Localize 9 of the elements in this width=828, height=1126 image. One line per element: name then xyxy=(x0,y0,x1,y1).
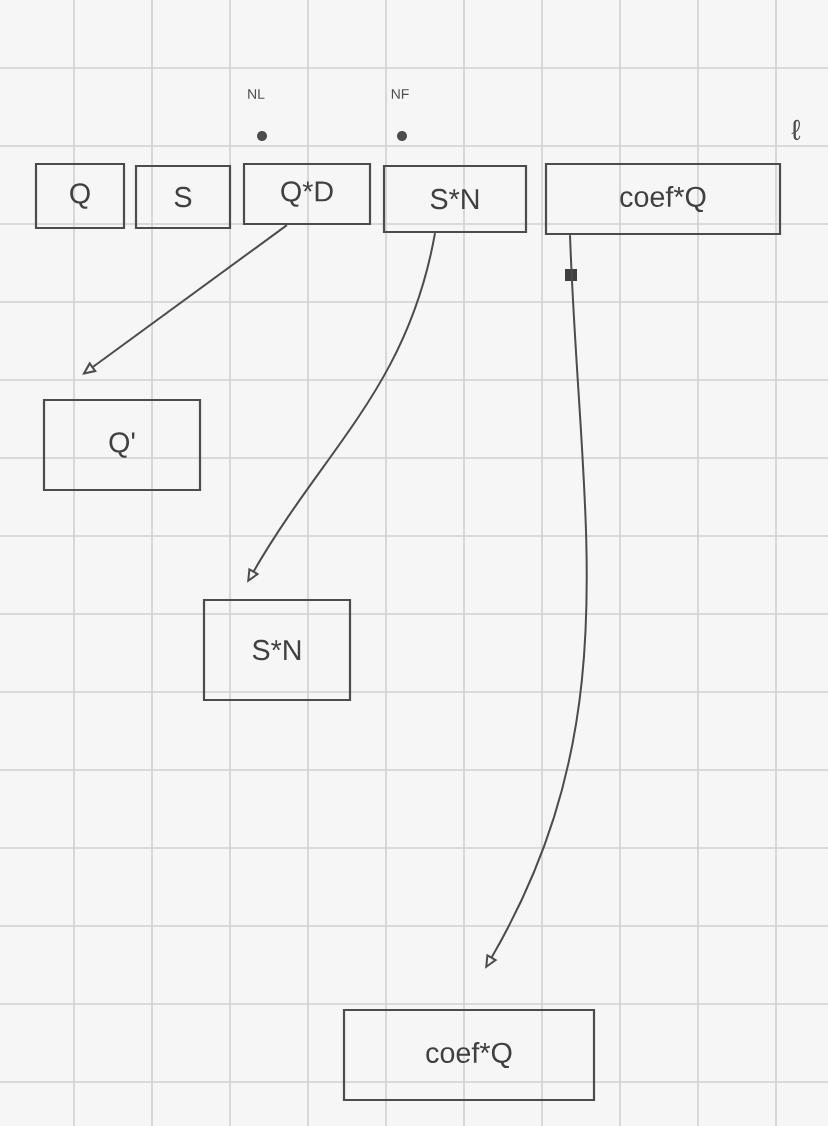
cell-box: S*N xyxy=(202,598,352,702)
cell-box: Q' xyxy=(42,398,202,492)
cell-box: coef*Q xyxy=(544,162,782,236)
cell-box: S*N xyxy=(382,164,528,234)
cell-box: S xyxy=(134,164,232,230)
variable-label: ℓ xyxy=(791,119,801,141)
cell-box: coef*Q xyxy=(342,1008,596,1102)
cell-box: Q xyxy=(34,162,126,230)
cell-box: Q*D xyxy=(242,162,372,226)
